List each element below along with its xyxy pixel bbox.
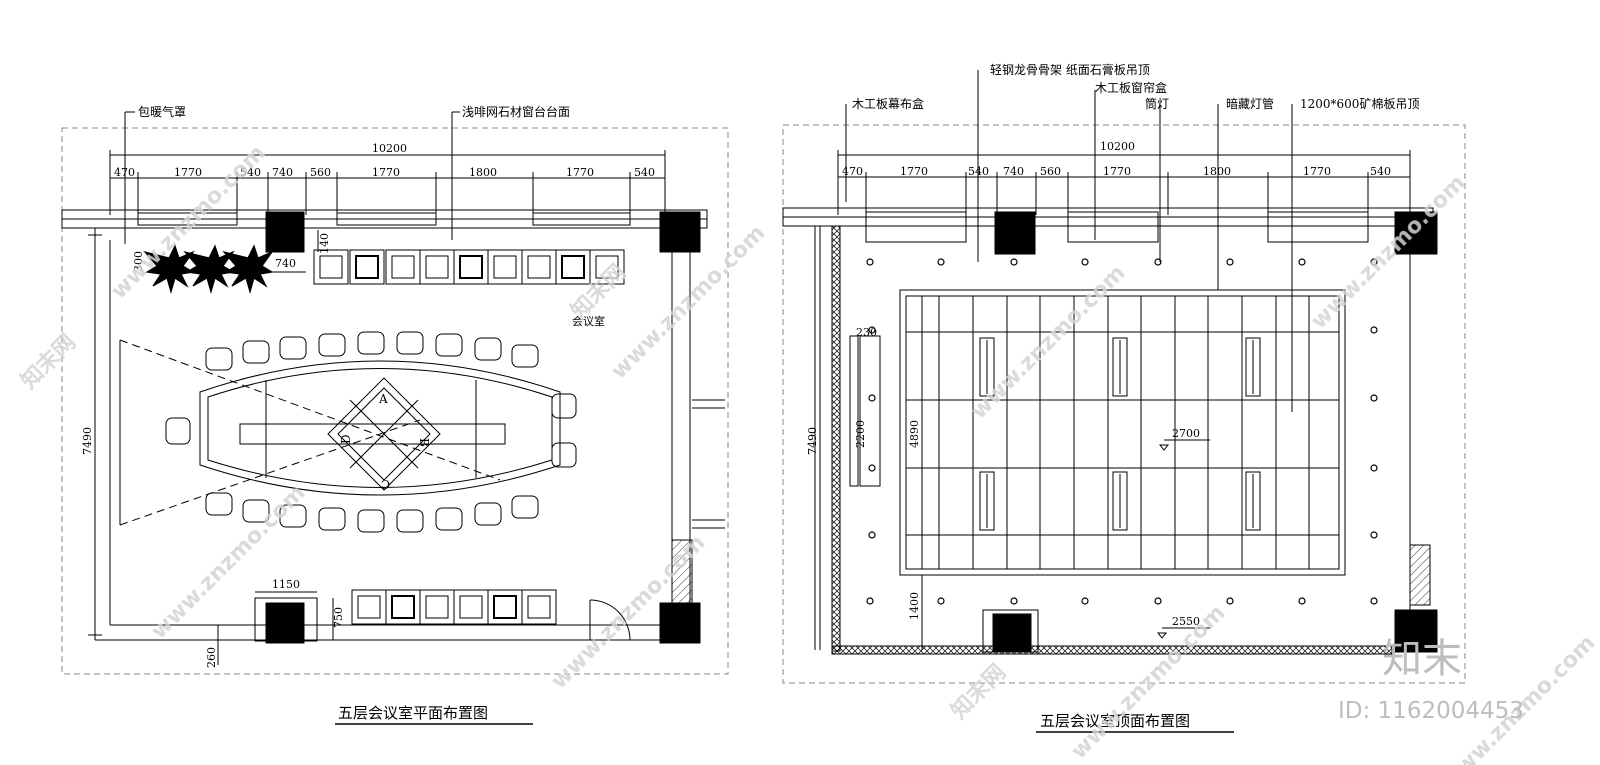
callout-sill: 浅啡网石材窗台台面 <box>462 104 570 119</box>
image-id: ID: 1162004453 <box>1338 698 1524 724</box>
conference-table <box>199 360 561 496</box>
floor-plan <box>61 111 729 675</box>
dim-side-300: 300 <box>132 251 145 272</box>
dim-seat-740: 740 <box>275 257 296 270</box>
c-dim-470: 470 <box>842 165 863 178</box>
c-dim-height-7490: 7490 <box>806 427 819 455</box>
c-dim-1770-c: 1770 <box>1303 165 1331 178</box>
ceiling-grid-lines <box>906 296 1339 569</box>
watermark-site-1: www.znzmo.com <box>107 140 271 304</box>
c-dim-1800: 1800 <box>1203 165 1231 178</box>
c-dim-230: 230 <box>856 326 877 339</box>
light-fixtures <box>979 337 1261 531</box>
table-mark-c: C <box>381 477 390 491</box>
callout-frame: 轻钢龙骨骨架 纸面石膏板吊顶 <box>990 62 1150 77</box>
table-mark-b: B <box>417 438 431 447</box>
brand-mark: 知末 ID: 1162004453 <box>1338 636 1524 724</box>
dim-1770-b: 1770 <box>372 166 400 179</box>
callout-mineral: 1200*600矿棉板吊顶 <box>1300 97 1419 111</box>
table-mark-a: A <box>378 392 388 406</box>
dim-560: 560 <box>310 166 331 179</box>
ceiling-plan <box>782 70 1466 684</box>
chairs-bottom-arc <box>205 492 539 533</box>
table-mark-d: D <box>339 434 353 444</box>
watermark-site-6: www.znzmo.com <box>1307 170 1471 334</box>
dim-470: 470 <box>114 166 135 179</box>
c-dim-1400: 1400 <box>908 592 921 620</box>
ceiling-dim-ticks <box>837 150 1411 215</box>
dim-seat-140-rot: 140 <box>318 233 331 254</box>
callout-hidden-light: 暗藏灯管 <box>1226 96 1274 111</box>
c-dim-2200: 2200 <box>854 420 867 448</box>
dim-540-b: 540 <box>634 166 655 179</box>
c-dim-540-b: 540 <box>1370 165 1391 178</box>
floor-plan-text: 包暖气罩 浅啡网石材窗台台面 10200 470 1770 540 740 56… <box>81 104 655 725</box>
callout-radiator: 包暖气罩 <box>138 104 186 119</box>
chairs-top-arc <box>205 331 539 371</box>
dim-height-7490: 7490 <box>81 427 94 455</box>
ceiling-title: 五层会议室顶面布置图 <box>1040 712 1190 730</box>
plan-title: 五层会议室平面布置图 <box>338 704 488 722</box>
level-lower: 2550 <box>1172 615 1200 628</box>
dim-1770-c: 1770 <box>566 166 594 179</box>
downlights <box>866 258 1378 605</box>
ceiling-plan-text: 木工板幕布盒 轻钢龙骨骨架 纸面石膏板吊顶 木工板窗帘盒 筒灯 暗藏灯管 120… <box>806 62 1419 733</box>
dim-740: 740 <box>272 166 293 179</box>
callout-curtain-box: 木工板幕布盒 <box>852 96 924 111</box>
dim-540-a: 540 <box>240 166 261 179</box>
dim-1800: 1800 <box>469 166 497 179</box>
c-dim-4890: 4890 <box>908 420 921 448</box>
brand-logo: 知末 <box>1382 636 1462 682</box>
watermark-cn-1: 知末网 <box>16 329 81 394</box>
room-label: 会议室 <box>572 314 605 328</box>
dim-ticks-top <box>109 150 666 215</box>
side-chairs-bottom <box>351 589 557 625</box>
plant-decor <box>143 244 274 295</box>
dim-total: 10200 <box>372 142 407 155</box>
c-dim-560: 560 <box>1040 165 1061 178</box>
c-dim-740: 740 <box>1003 165 1024 178</box>
callout-downlight: 筒灯 <box>1145 96 1169 111</box>
c-dim-1770-a: 1770 <box>900 165 928 178</box>
dim-1770-a: 1770 <box>174 166 202 179</box>
watermark-cn-3: 知末网 <box>946 659 1011 724</box>
level-upper: 2700 <box>1172 427 1200 440</box>
dim-cab-750: 750 <box>332 607 345 628</box>
callout-window-box: 木工板窗帘盒 <box>1095 80 1167 95</box>
c-dim-540-a: 540 <box>968 165 989 178</box>
c-dim-total: 10200 <box>1100 140 1135 153</box>
watermark-site-7: www.znzmo.com <box>1067 600 1231 764</box>
side-chairs-top <box>313 249 625 285</box>
dim-cab-1150: 1150 <box>272 578 300 591</box>
dim-bottom-260: 260 <box>205 647 218 668</box>
c-dim-1770-b: 1770 <box>1103 165 1131 178</box>
